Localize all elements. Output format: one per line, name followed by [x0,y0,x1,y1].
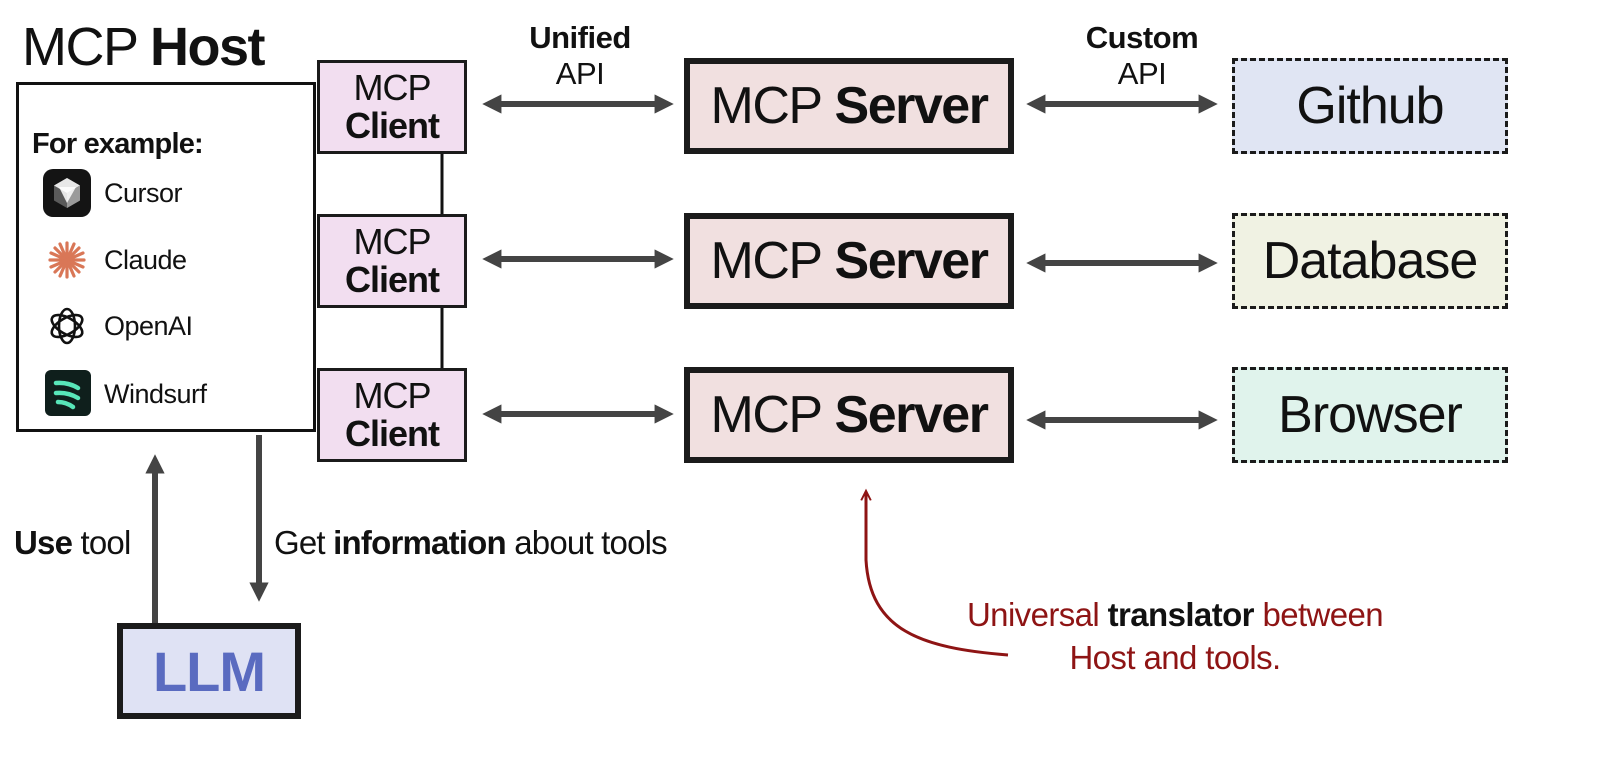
for-example-label: For example: [32,128,204,160]
client-line2: Client [344,105,440,146]
tool-database: Database [1232,213,1508,309]
custom-api-label: Custom API [1085,20,1199,91]
app-label: Cursor [104,177,183,208]
use-tool-label: Use tool [14,524,131,561]
mcp-client-1: MCP Client [317,60,467,154]
client-line2: Client [344,413,440,454]
mcp-server-3: MCP Server [684,367,1014,463]
app-item-claude: Claude [42,235,187,285]
mcp-server-2: MCP Server [684,213,1014,309]
app-item-cursor: Cursor [42,168,183,218]
app-label: Windsurf [104,378,207,409]
translator-note: Universal translator between Host and to… [966,596,1384,676]
cursor-icon [42,168,92,218]
client-line1: MCP [353,221,432,263]
llm-box: LLM [117,623,301,719]
app-label: OpenAI [104,310,193,341]
windsurf-icon [42,369,92,419]
app-label: Claude [104,244,187,275]
mcp-client-2: MCP Client [317,214,467,308]
client-line2: Client [344,259,440,300]
client-line1: MCP [353,67,432,109]
mcp-client-3: MCP Client [317,368,467,462]
client-line1: MCP [353,375,432,417]
app-item-openai: OpenAI [42,301,193,351]
app-item-windsurf: Windsurf [42,369,207,419]
unified-api-label: Unified API [529,20,631,91]
tool-github: Github [1232,58,1508,154]
openai-icon [42,301,92,351]
mcp-server-1: MCP Server [684,58,1014,154]
get-information-label: Get information about tools [274,524,668,561]
tool-browser: Browser [1232,367,1508,463]
claude-icon [42,235,92,285]
translator-pointer-arrow [866,492,1009,657]
host-title: MCP Host [22,17,266,77]
